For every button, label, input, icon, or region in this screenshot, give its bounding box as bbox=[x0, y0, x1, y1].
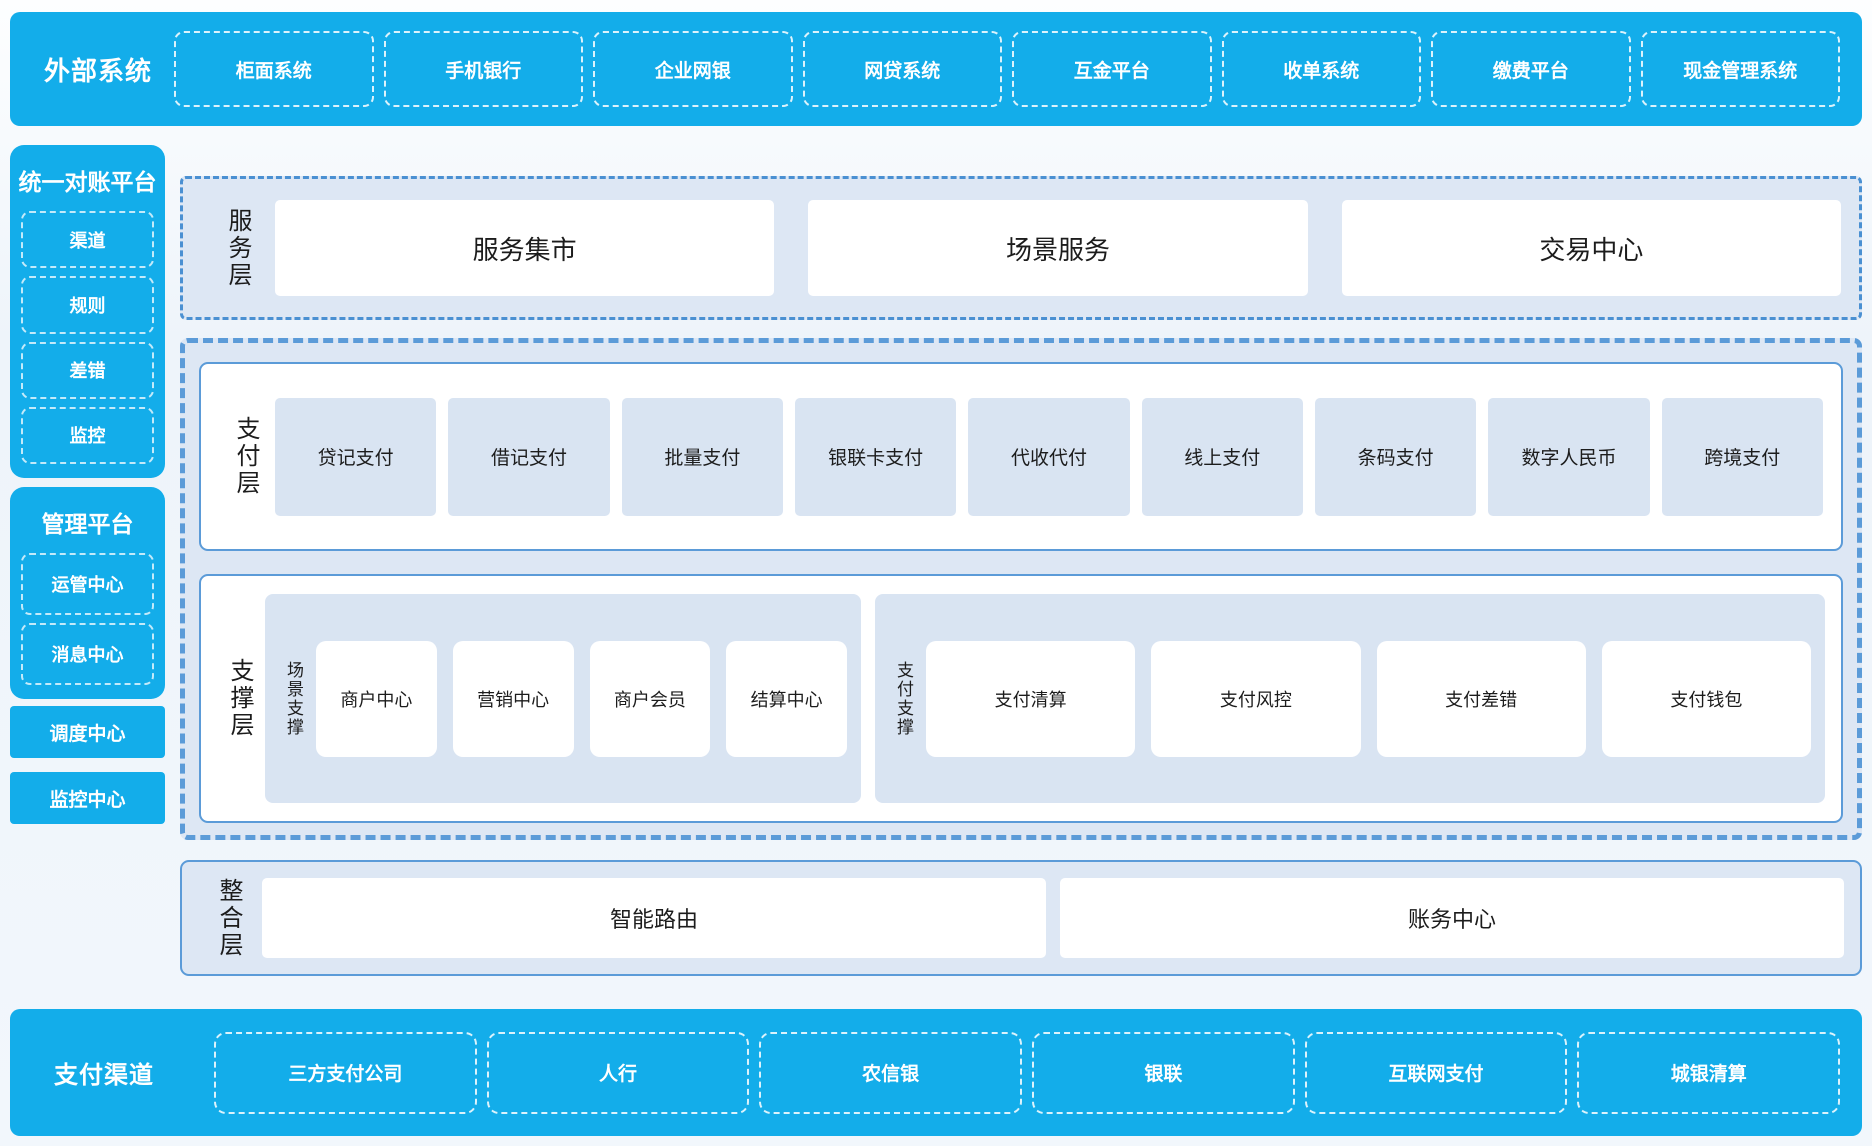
support-card: 支付钱包 bbox=[1601, 640, 1812, 757]
payment-item: 数字人民币 bbox=[1488, 397, 1650, 516]
payment-layer-label: 支付层 bbox=[232, 416, 259, 497]
management-platform-list: 运管中心消息中心 bbox=[21, 553, 154, 685]
payment-channel-item: 城银清算 bbox=[1577, 1031, 1841, 1114]
support-groups: 场景支撑 商户中心营销中心商户会员结算中心 支付支撑 支付清算支付风控支付差错支… bbox=[265, 594, 1825, 803]
management-platform-block: 管理平台 运管中心消息中心 bbox=[10, 487, 165, 699]
support-card: 支付风控 bbox=[1151, 640, 1361, 757]
payment-layer-panel: 支付层 贷记支付借记支付批量支付银联卡支付代收代付线上支付条码支付数字人民币跨境… bbox=[199, 362, 1843, 551]
payment-channel-item: 互联网支付 bbox=[1304, 1031, 1568, 1114]
payment-channels-banner: 支付渠道 三方支付公司人行农信银银联互联网支付城银清算 bbox=[10, 1009, 1862, 1136]
integration-layer-label: 整合层 bbox=[215, 877, 242, 959]
payment-item: 借记支付 bbox=[448, 397, 610, 516]
external-systems-list: 柜面系统手机银行企业网银网贷系统互金平台收单系统缴费平台现金管理系统 bbox=[174, 31, 1841, 107]
content-column: 服务层 服务集市场景服务交易中心 支付层 贷记支付借记支付批量支付银联卡支付代收… bbox=[180, 145, 1862, 976]
integration-layer-panel: 整合层 智能路由账务中心 bbox=[180, 860, 1862, 976]
payment-support-list: 支付清算支付风控支付差错支付钱包 bbox=[925, 640, 1812, 757]
payment-support-group: 支付支撑 支付清算支付风控支付差错支付钱包 bbox=[874, 594, 1825, 803]
support-layer-panel: 支撑层 场景支撑 商户中心营销中心商户会员结算中心 支付支撑 支付清算支付风控支… bbox=[199, 574, 1843, 823]
payment-layer-list: 贷记支付借记支付批量支付银联卡支付代收代付线上支付条码支付数字人民币跨境支付 bbox=[275, 397, 1823, 516]
external-system-item: 收单系统 bbox=[1221, 31, 1422, 107]
payment-item: 贷记支付 bbox=[275, 397, 437, 516]
integration-layer-list: 智能路由账务中心 bbox=[262, 878, 1844, 958]
payment-item: 线上支付 bbox=[1141, 397, 1303, 516]
external-system-item: 柜面系统 bbox=[174, 31, 374, 107]
reconciliation-platform-list: 渠道规则差错监控 bbox=[21, 211, 154, 464]
reconciliation-platform-item: 差错 bbox=[21, 341, 154, 399]
external-systems-title: 外部系统 bbox=[44, 55, 153, 86]
core-layers-container: 支付层 贷记支付借记支付批量支付银联卡支付代收代付线上支付条码支付数字人民币跨境… bbox=[180, 338, 1862, 840]
support-layer-label: 支撑层 bbox=[226, 658, 253, 739]
external-systems-banner: 外部系统 柜面系统手机银行企业网银网贷系统互金平台收单系统缴费平台现金管理系统 bbox=[10, 12, 1862, 126]
payment-channel-item: 银联 bbox=[1032, 1031, 1295, 1114]
service-layer-list: 服务集市场景服务交易中心 bbox=[275, 200, 1841, 296]
scene-support-list: 商户中心营销中心商户会员结算中心 bbox=[316, 640, 847, 757]
external-system-item: 手机银行 bbox=[383, 31, 584, 107]
payment-support-label: 支付支撑 bbox=[893, 660, 913, 737]
payment-channels-title: 支付渠道 bbox=[54, 1062, 154, 1089]
reconciliation-platform-item: 规则 bbox=[21, 276, 154, 334]
payment-item: 代收代付 bbox=[968, 397, 1130, 516]
support-card: 商户中心 bbox=[316, 640, 437, 757]
service-layer-label: 服务层 bbox=[224, 207, 251, 289]
support-card: 营销中心 bbox=[452, 640, 574, 757]
integration-box: 账务中心 bbox=[1060, 878, 1844, 958]
support-card: 支付清算 bbox=[925, 640, 1136, 757]
scheduler-center-block: 调度中心 bbox=[10, 706, 165, 758]
scene-support-label: 场景支撑 bbox=[284, 660, 303, 737]
management-platform-item: 运管中心 bbox=[21, 553, 154, 615]
payment-channel-item: 人行 bbox=[486, 1031, 750, 1114]
payment-channels-list: 三方支付公司人行农信银银联互联网支付城银清算 bbox=[214, 1031, 1841, 1114]
support-card: 结算中心 bbox=[726, 640, 847, 757]
payment-channel-item: 农信银 bbox=[759, 1031, 1023, 1114]
scene-support-group: 场景支撑 商户中心营销中心商户会员结算中心 bbox=[265, 594, 861, 803]
external-system-item: 缴费平台 bbox=[1431, 31, 1631, 107]
reconciliation-platform-item: 渠道 bbox=[21, 211, 154, 269]
middle-region: 统一对账平台 渠道规则差错监控 管理平台 运管中心消息中心 调度中心 监控中心 … bbox=[10, 145, 1862, 976]
service-box: 交易中心 bbox=[1341, 200, 1841, 296]
management-platform-item: 消息中心 bbox=[21, 623, 154, 685]
payment-item: 跨境支付 bbox=[1661, 397, 1823, 516]
reconciliation-platform-item: 监控 bbox=[21, 406, 154, 464]
integration-box: 智能路由 bbox=[262, 878, 1046, 958]
reconciliation-platform-title: 统一对账平台 bbox=[18, 169, 157, 195]
support-card: 商户会员 bbox=[589, 640, 711, 757]
service-box: 服务集市 bbox=[275, 200, 775, 296]
external-system-item: 互金平台 bbox=[1012, 31, 1212, 107]
management-platform-title: 管理平台 bbox=[41, 511, 134, 537]
payment-item: 批量支付 bbox=[621, 397, 783, 516]
payment-item: 条码支付 bbox=[1314, 397, 1477, 516]
external-system-item: 网贷系统 bbox=[802, 31, 1003, 107]
support-card: 支付差错 bbox=[1376, 640, 1586, 757]
service-box: 场景服务 bbox=[808, 200, 1308, 296]
monitor-center-block: 监控中心 bbox=[10, 772, 165, 824]
service-layer-panel: 服务层 服务集市场景服务交易中心 bbox=[180, 176, 1862, 320]
external-system-item: 企业网银 bbox=[593, 31, 793, 107]
external-system-item: 现金管理系统 bbox=[1640, 31, 1841, 107]
payment-channel-item: 三方支付公司 bbox=[214, 1031, 477, 1114]
left-column: 统一对账平台 渠道规则差错监控 管理平台 运管中心消息中心 调度中心 监控中心 bbox=[10, 145, 165, 976]
payment-item: 银联卡支付 bbox=[794, 397, 957, 516]
reconciliation-platform-block: 统一对账平台 渠道规则差错监控 bbox=[10, 145, 165, 478]
